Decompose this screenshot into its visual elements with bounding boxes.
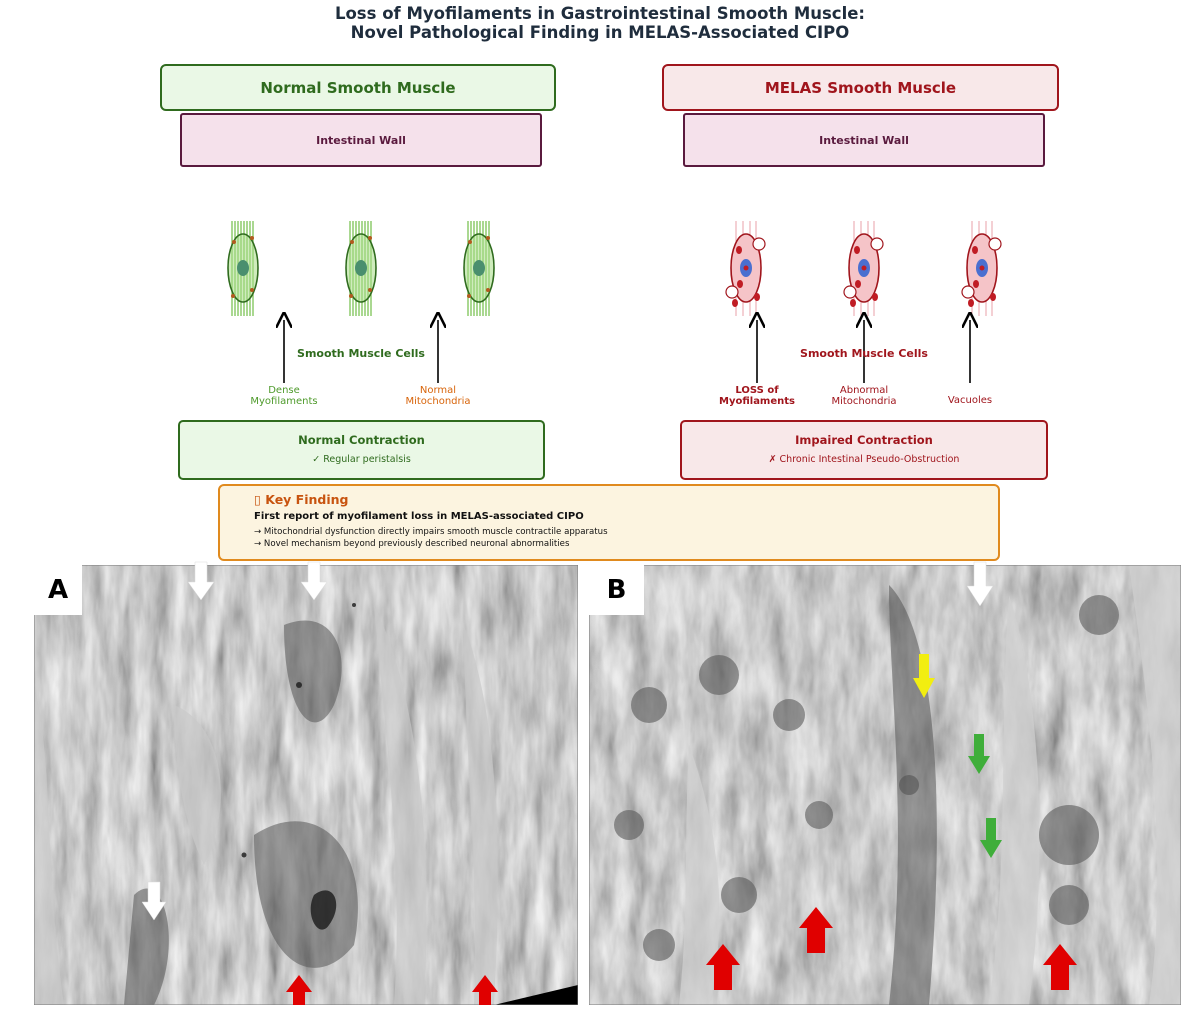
key-finding-headline: First report of myofilament loss in MELA… [254,511,584,522]
white-arrow-a1 [187,561,215,601]
key-finding-point-1: → Mitochondrial dysfunction directly imp… [254,527,608,537]
melas-cells-label: Smooth Muscle Cells [800,347,928,360]
normal-cells-label: Smooth Muscle Cells [297,347,425,360]
micrograph-panel-b [589,565,1181,1005]
annotation-normal-mitochondria: Normal Mitochondria [405,385,471,407]
yellow-arrow-b [913,654,935,698]
melas-intestinal-wall: Intestinal Wall [683,113,1045,167]
melas-outcome-box: Impaired Contraction ✗ Chronic Intestina… [680,420,1048,480]
normal-cell-3 [463,221,495,316]
title-line-1: Loss of Myofilaments in Gastrointestinal… [334,4,866,23]
annotation-dense-myofilaments: Dense Myofilaments [250,385,318,407]
melas-cell-3 [961,221,1002,316]
red-arrow-a1 [286,975,312,1005]
micrograph-arrows [141,561,1077,1005]
red-arrow-a2 [472,975,498,1005]
melas-outcome-text: ✗ Chronic Intestinal Pseudo-Obstruction [768,454,960,465]
green-arrow-b1 [968,734,990,774]
green-arrow-b2 [980,818,1002,858]
panel-a-label: A [34,565,82,615]
red-arrow-b3 [1043,944,1077,990]
annotation-abnormal-mitochondria: Abnormal Mitochondria [831,385,897,407]
melas-outcome-title: Impaired Contraction [795,433,933,447]
figure-title: Loss of Myofilaments in Gastrointestinal… [0,4,1200,42]
normal-cell-1 [227,221,259,316]
red-arrow-b2 [799,907,833,953]
key-finding-title: ▯ Key Finding [254,492,349,507]
key-finding-box: ▯ Key Finding First report of myofilamen… [218,484,1000,561]
annotation-vacuoles: Vacuoles [947,395,993,406]
melas-header: MELAS Smooth Muscle [662,64,1059,111]
normal-intestinal-wall: Intestinal Wall [180,113,542,167]
title-line-2: Novel Pathological Finding in MELAS-Asso… [350,23,850,42]
red-arrow-b1 [706,944,740,990]
annotation-loss-myofilaments: LOSS of Myofilaments [719,385,795,407]
normal-outcome-title: Normal Contraction [298,433,425,447]
normal-cell-2 [345,221,377,316]
melas-cell-2 [843,221,884,316]
normal-header: Normal Smooth Muscle [160,64,556,111]
normal-outcome-box: Normal Contraction ✓ Regular peristalsis [178,420,545,480]
normal-outcome-text: ✓ Regular peristalsis [312,454,411,465]
melas-cell-1 [725,221,766,316]
white-arrow-a2 [300,561,328,601]
micrograph-panel-a [34,565,578,1005]
key-finding-point-2: → Novel mechanism beyond previously desc… [254,539,570,549]
white-arrow-a3 [141,881,167,921]
panel-b-label: B [589,565,644,615]
cell-diagram [227,221,1002,383]
white-arrow-b1 [966,561,994,607]
